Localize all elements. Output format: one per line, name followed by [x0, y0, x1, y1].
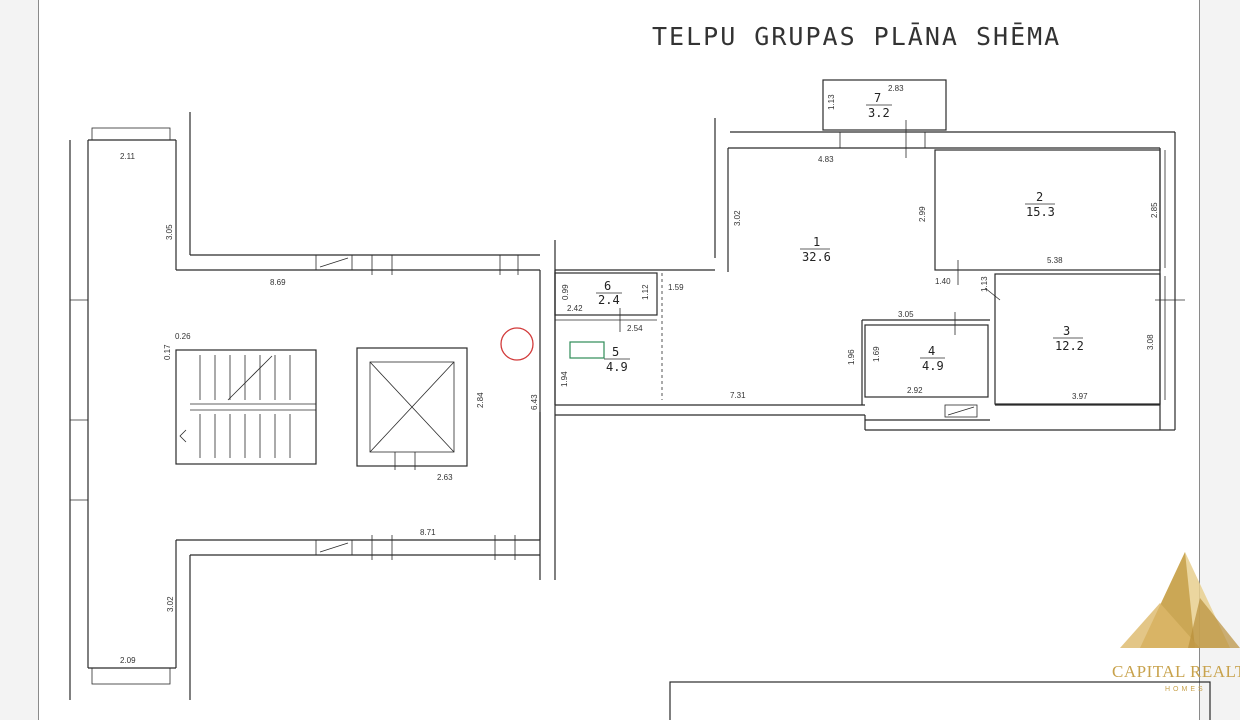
logo-subtitle: HOMES [1165, 686, 1206, 693]
room-5-area: 4.9 [606, 360, 628, 374]
room-3-number: 3 [1063, 324, 1070, 338]
dimension-label: 2.99 [918, 206, 927, 222]
dimension-label: 2.11 [120, 152, 136, 161]
dimension-label: 2.09 [120, 656, 136, 665]
room-6-number: 6 [604, 279, 611, 293]
dimension-label: 3.05 [898, 310, 914, 319]
elevator-shaft [356, 347, 468, 470]
dimension-label: 1.12 [641, 284, 650, 300]
dimension-label: 1.94 [560, 371, 569, 387]
dimension-label: 1.59 [668, 283, 684, 292]
room-1-number: 1 [813, 235, 820, 249]
room-7-area: 3.2 [868, 106, 890, 120]
dimension-label: 6.43 [530, 394, 539, 410]
room-7-number: 7 [874, 91, 881, 105]
capital-realti-logo [1120, 552, 1240, 648]
bathtub-icon [569, 341, 605, 359]
dimension-label: 7.31 [730, 391, 746, 400]
logo-name: CAPITAL REALTI [1112, 662, 1240, 681]
dimension-label: 1.40 [935, 277, 951, 286]
left-wall-strip [69, 127, 177, 700]
dimension-label: 3.05 [165, 224, 174, 240]
corridor-walls [176, 112, 556, 700]
dimension-label: 8.69 [270, 278, 286, 287]
dimension-label: 1.96 [847, 349, 856, 365]
dimension-label: 2.42 [567, 304, 583, 313]
dimension-label: 3.08 [1146, 334, 1155, 350]
dimension-label: 2.85 [1150, 202, 1159, 218]
dimension-label: 3.02 [733, 210, 742, 226]
dimension-label: 2.84 [476, 392, 485, 408]
apartment-walls [539, 79, 1185, 580]
room-5-number: 5 [612, 345, 619, 359]
dimension-label: 1.13 [827, 94, 836, 110]
dimension-label: 8.71 [420, 528, 436, 537]
dimension-label: 1.13 [980, 276, 989, 292]
dimension-label: 3.97 [1072, 392, 1088, 401]
dimension-label: 0.99 [561, 284, 570, 300]
room-2-area: 15.3 [1026, 205, 1055, 219]
dimension-label: 0.26 [175, 332, 191, 341]
dimension-label: 1.69 [872, 346, 881, 362]
plan-sheet [38, 0, 1200, 720]
room-6-area: 2.4 [598, 293, 620, 307]
room-2-number: 2 [1036, 190, 1043, 204]
location-marker [500, 327, 534, 361]
dimension-label: 5.38 [1047, 256, 1063, 265]
dimension-label: 2.92 [907, 386, 923, 395]
room-labels: 1 32.6 2 15.3 3 12.2 4 4.9 5 4.9 6 2.4 7… [596, 91, 1084, 374]
room-3-area: 12.2 [1055, 339, 1084, 353]
room-1-area: 32.6 [802, 250, 831, 264]
dimension-labels: 2.11 3.05 8.69 0.26 0.17 2.84 2.63 6.43 … [120, 84, 1159, 665]
room-4-number: 4 [928, 344, 935, 358]
room-4-area: 4.9 [922, 359, 944, 373]
dimension-label: 3.02 [166, 596, 175, 612]
plan-title: TELPU GRUPAS PLĀNA SHĒMA [652, 22, 1062, 51]
dimension-label: 2.83 [888, 84, 904, 93]
title-block-frame [669, 681, 1211, 720]
dimension-label: 0.17 [163, 344, 172, 360]
dimension-label: 2.54 [627, 324, 643, 333]
dimension-label: 2.63 [437, 473, 453, 482]
staircase [175, 349, 317, 465]
dimension-label: 4.83 [818, 155, 834, 164]
